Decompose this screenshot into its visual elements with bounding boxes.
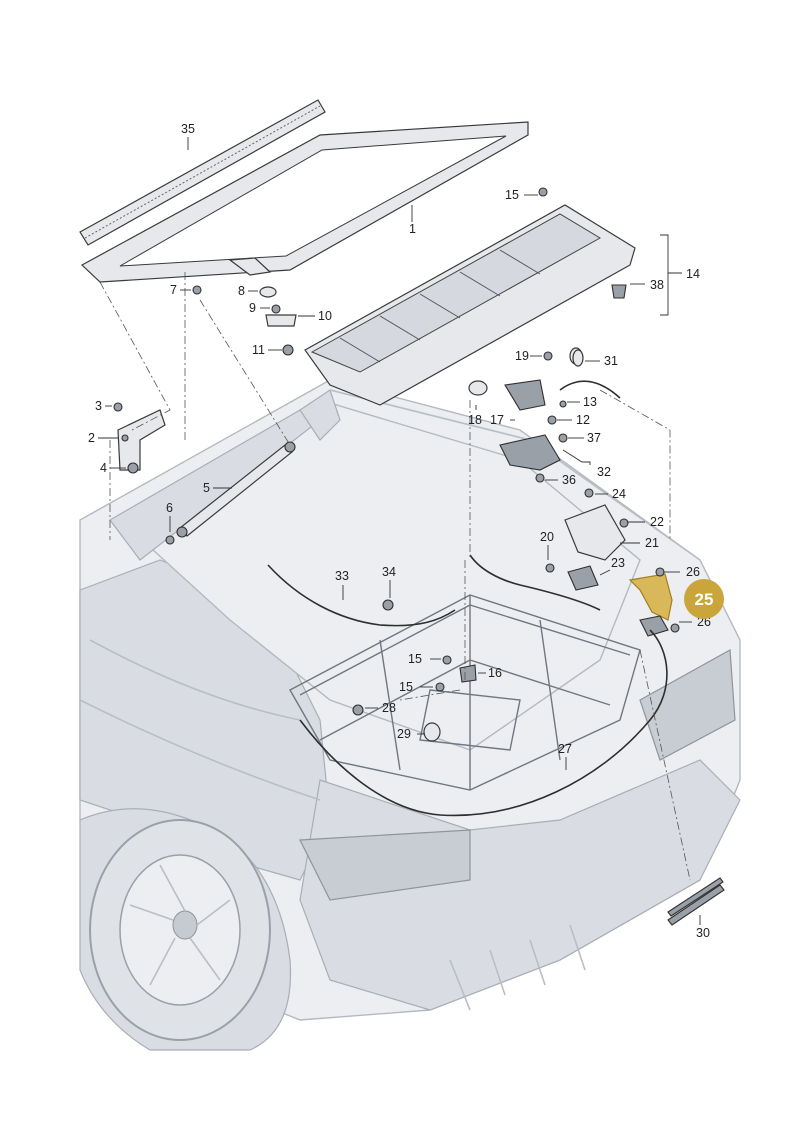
callout-16: 16: [488, 666, 502, 680]
callout-37: 37: [587, 431, 601, 445]
callout-13: 13: [583, 395, 597, 409]
callout-20: 20: [540, 530, 554, 544]
callout-23: 23: [611, 556, 625, 570]
callout-33: 33: [335, 569, 349, 583]
callout-11: 11: [252, 343, 265, 357]
callout-15-middle: 15: [408, 652, 422, 666]
fasteners: [113, 187, 680, 742]
callout-6: 6: [166, 501, 173, 515]
gas-strut-part-5: [176, 441, 296, 538]
callout-5: 5: [203, 481, 210, 495]
callout-10: 10: [318, 309, 332, 323]
callout-17: 17: [490, 413, 504, 427]
callout-32: 32: [597, 465, 611, 479]
callout-26-top: 26: [686, 565, 700, 579]
callout-34: 34: [382, 565, 396, 579]
callout-labels: 35 1 15 14 38 7 8 9 10 11 3 2 4 5 6 19 3…: [88, 122, 711, 940]
callout-30: 30: [696, 926, 710, 940]
callout-22: 22: [650, 515, 664, 529]
callout-24: 24: [612, 487, 626, 501]
callout-7: 7: [170, 283, 177, 297]
callout-27: 27: [558, 742, 572, 756]
callout-15-lower: 15: [399, 680, 413, 694]
highlight-badge-25[interactable]: 25: [684, 579, 724, 619]
cables: [267, 380, 725, 926]
subframe: [289, 594, 641, 791]
callout-28: 28: [382, 701, 396, 715]
callout-2: 2: [88, 431, 95, 445]
callout-1: 1: [409, 222, 416, 236]
callout-9: 9: [249, 301, 256, 315]
callout-38: 38: [650, 278, 664, 292]
callout-18: 18: [468, 413, 482, 427]
car-body: [79, 379, 741, 1051]
callout-4: 4: [100, 461, 107, 475]
engine-cover-part-14: [304, 204, 636, 406]
callout-36: 36: [562, 473, 576, 487]
highlight-label[interactable]: 25: [695, 590, 714, 609]
callout-14: 14: [686, 267, 700, 281]
callout-8: 8: [238, 284, 245, 298]
seal-strip-part-35: [79, 99, 326, 246]
callout-35: 35: [181, 122, 195, 136]
callout-29: 29: [397, 727, 411, 741]
hinge-bracket-part-2: [117, 409, 166, 471]
callout-21: 21: [645, 536, 659, 550]
callout-19: 19: [515, 349, 529, 363]
callout-31: 31: [604, 354, 618, 368]
leader-lines: [98, 137, 701, 925]
callout-15-top: 15: [505, 188, 519, 202]
reference-lines: [99, 272, 691, 881]
callout-3: 3: [95, 399, 102, 413]
callout-12: 12: [576, 413, 590, 427]
highlight-circle[interactable]: [684, 579, 724, 619]
lock-assembly: [459, 379, 673, 683]
